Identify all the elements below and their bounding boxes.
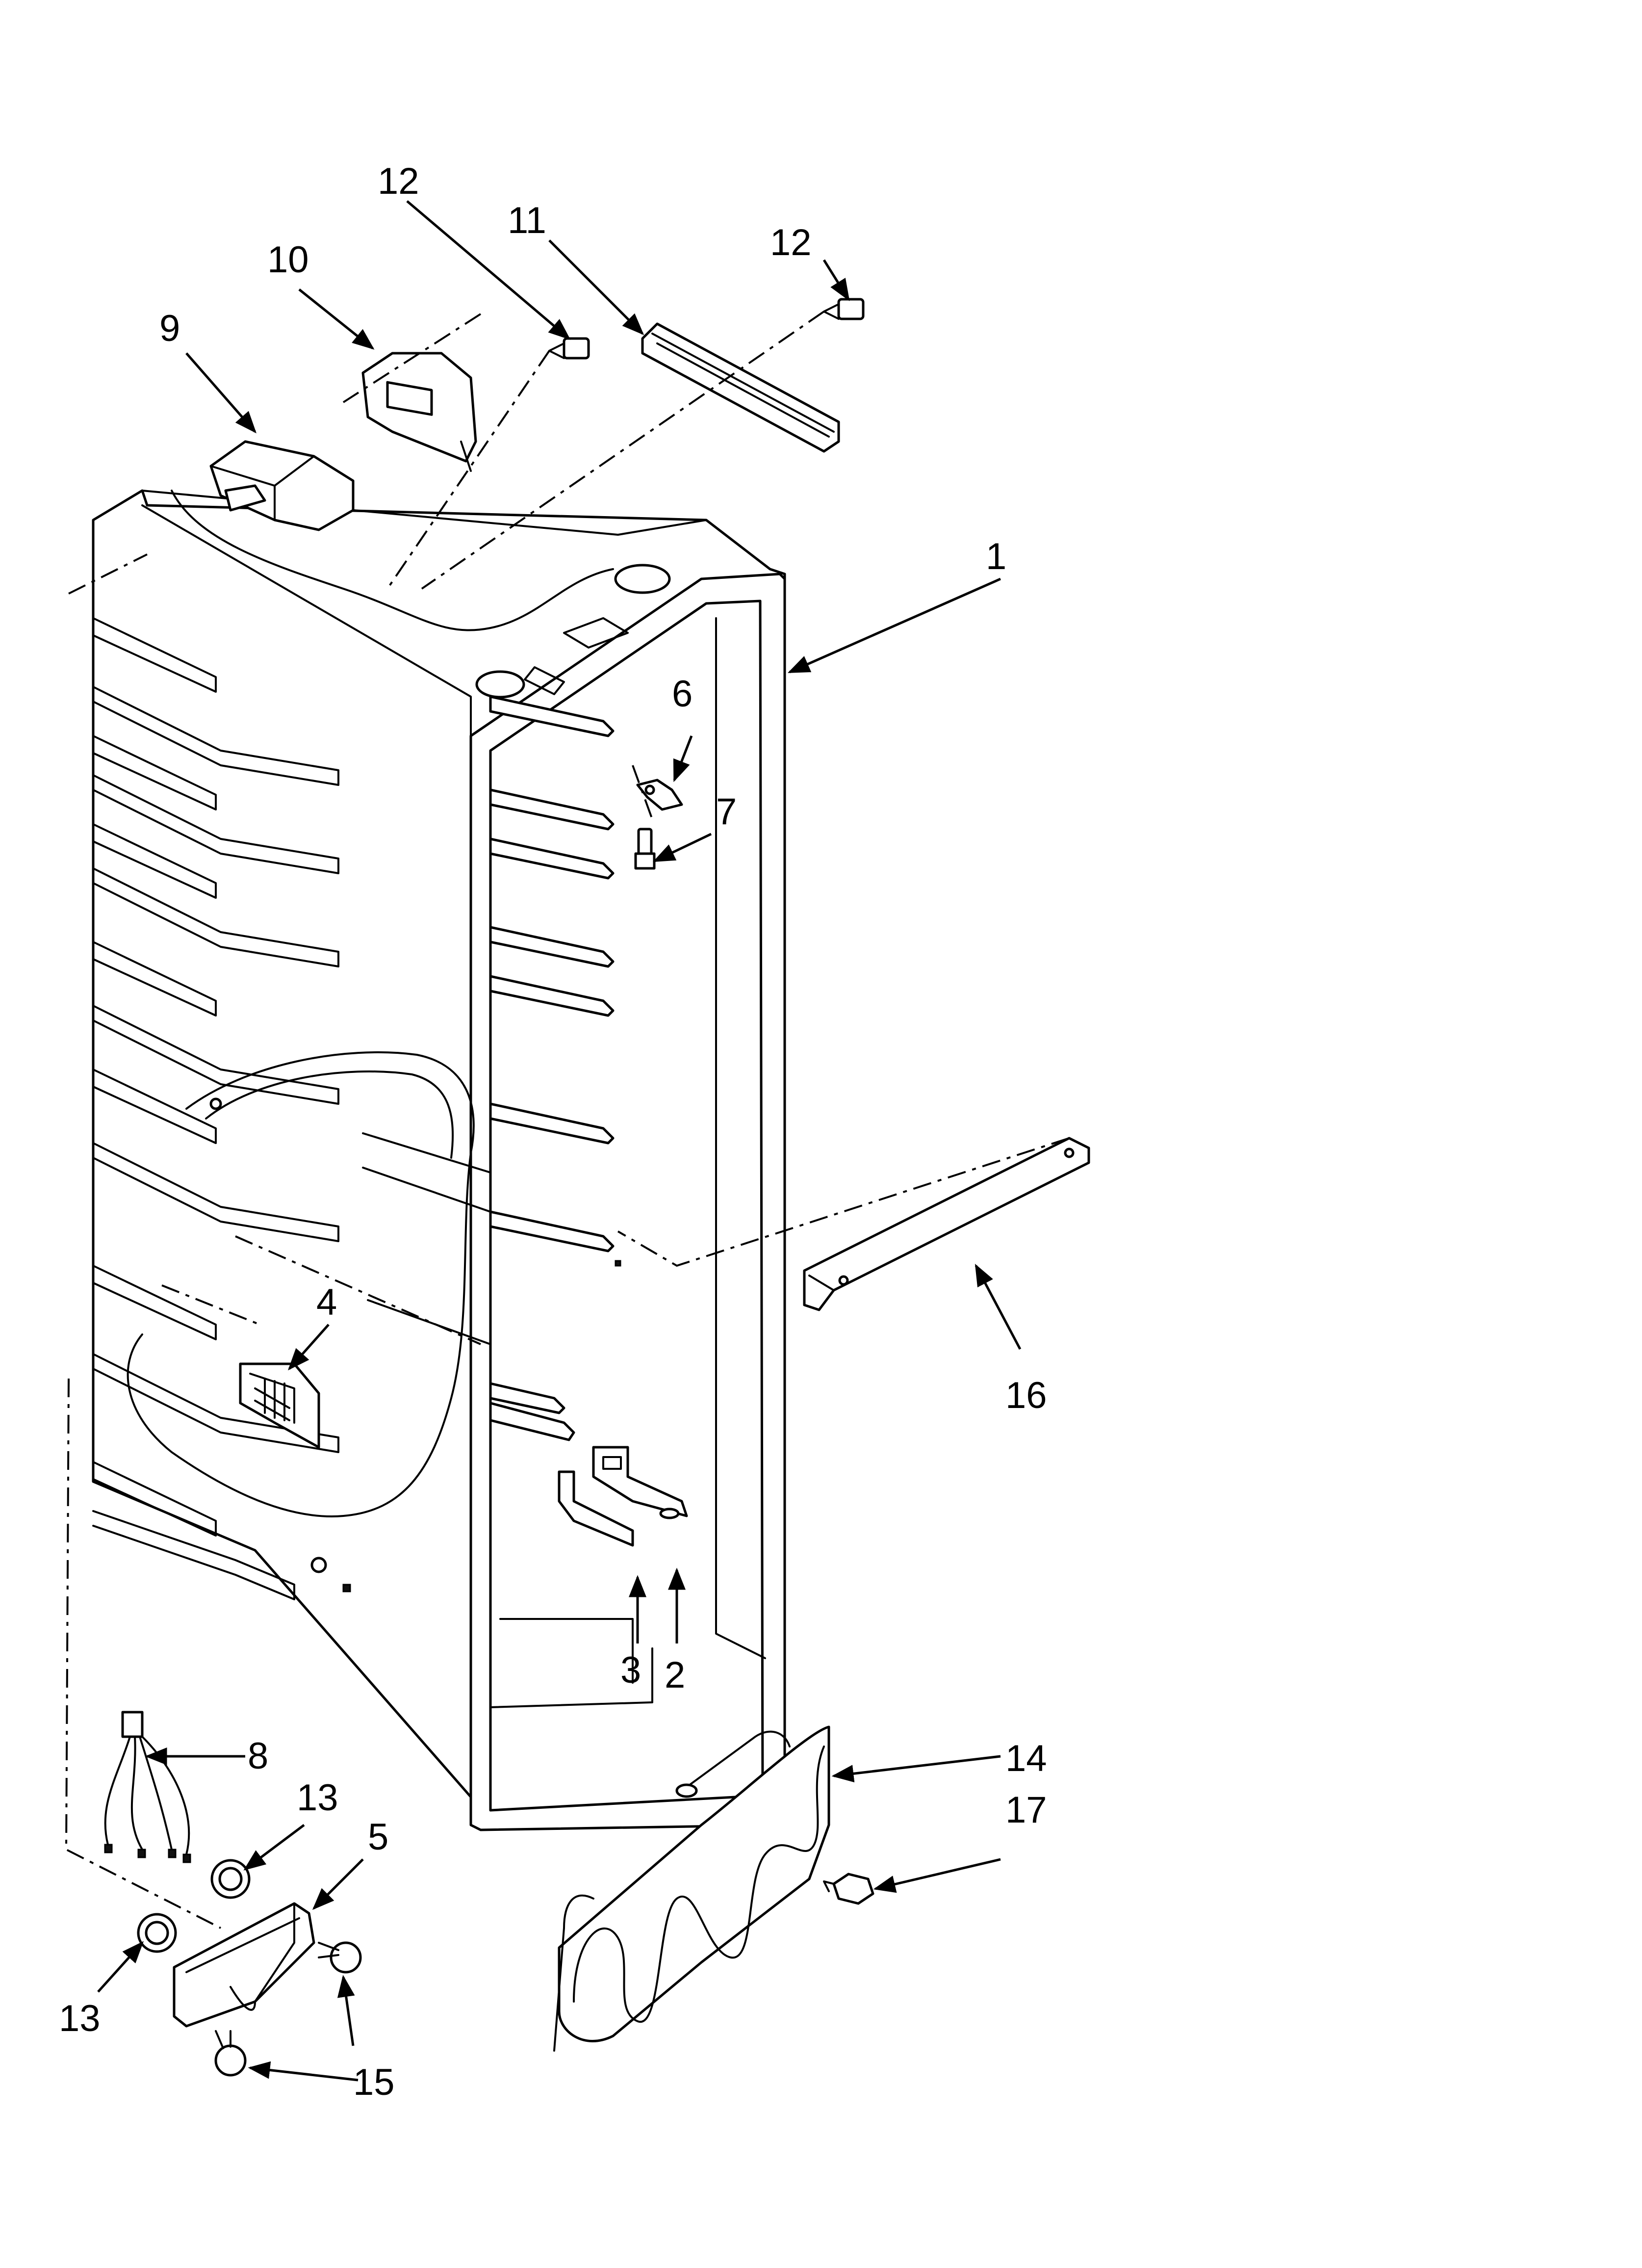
right-shelf-rails	[489, 695, 615, 1441]
refrigerator-liner	[92, 489, 786, 1831]
pushpin-15a	[318, 1941, 362, 1974]
left-shelf-rails	[92, 617, 339, 1600]
bracket-3	[558, 1470, 634, 1547]
wire-harness-8	[104, 1711, 191, 1863]
callout-2: 2	[665, 1654, 685, 1696]
callout-16: 16	[1005, 1375, 1047, 1416]
socket-13b	[137, 1913, 177, 1953]
heater-coil-14	[553, 1725, 830, 2052]
callout-13a: 13	[297, 1777, 338, 1819]
leader-arrows	[97, 200, 1022, 2082]
callout-12b: 12	[770, 222, 812, 263]
callout-3: 3	[620, 1649, 641, 1691]
callout-8: 8	[248, 1735, 268, 1777]
screw-7	[634, 828, 656, 870]
bracket-2	[592, 1446, 688, 1519]
callout-1: 1	[986, 536, 1006, 577]
socket-13a	[210, 1859, 251, 1899]
rail-11	[641, 322, 840, 453]
bracket-10	[361, 352, 477, 472]
assembly-lines	[65, 311, 1070, 1929]
callout-15: 15	[353, 2061, 395, 2103]
callout-5: 5	[368, 1816, 388, 1858]
callout-12a: 12	[378, 160, 419, 202]
housing-5	[173, 1902, 315, 2028]
callout-9: 9	[159, 308, 180, 349]
screw-17	[823, 1873, 874, 1905]
callout-labels: 1 2 3 4 5 6 7 8 9 10 11 12 12 13 13 14 1…	[59, 160, 1047, 2103]
callout-14: 14	[1005, 1738, 1047, 1779]
screw-12a	[548, 337, 590, 360]
callout-17: 17	[1005, 1789, 1047, 1831]
pushpin-15b	[214, 2030, 247, 2077]
control-9	[209, 440, 355, 531]
screw-12b	[823, 298, 865, 320]
callout-4: 4	[316, 1281, 337, 1323]
callout-11: 11	[508, 200, 546, 241]
callout-13b: 13	[59, 1998, 101, 2039]
callout-7: 7	[716, 791, 737, 833]
cover-16	[803, 1137, 1090, 1311]
callout-6: 6	[672, 673, 693, 715]
clip-6	[636, 779, 683, 811]
callout-10: 10	[267, 239, 309, 281]
